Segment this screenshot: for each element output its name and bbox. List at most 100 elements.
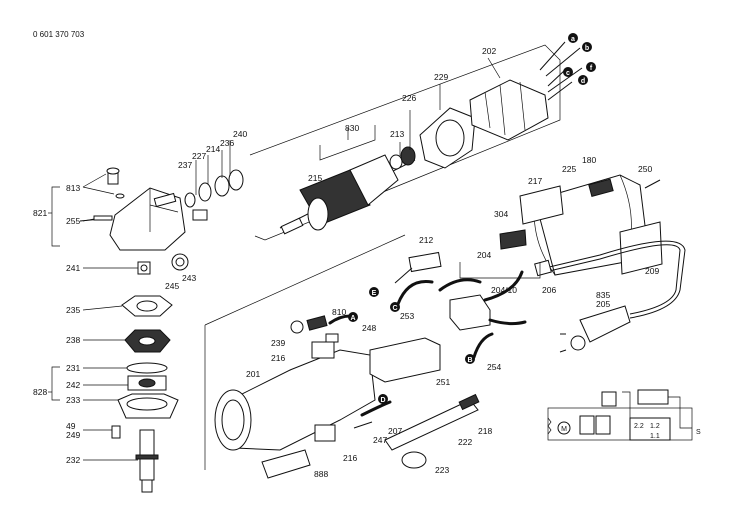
schematic-r11: 1.1 <box>650 433 660 440</box>
label-209: 209 <box>645 266 659 276</box>
label-245: 245 <box>165 281 179 291</box>
field-winding-202 <box>469 41 583 141</box>
label-810: 810 <box>332 307 346 317</box>
label-49: 49 <box>66 421 76 431</box>
part-labels: 202 229 226 830 213 215 240 236 214 227 … <box>33 46 659 479</box>
schematic-motor: M <box>561 426 567 433</box>
label-202: 202 <box>482 46 496 56</box>
bearing-242 <box>127 375 167 391</box>
spindle-lock-button-813 <box>106 167 125 199</box>
wire-B <box>472 332 494 359</box>
motor-assembly-frame <box>249 44 561 241</box>
callout-C: C <box>392 305 397 312</box>
label-204-10: 204/10 <box>491 285 517 295</box>
nut-241 <box>137 261 151 275</box>
label-243: 243 <box>182 273 196 283</box>
label-229: 229 <box>434 72 448 82</box>
label-828: 828 <box>33 387 47 397</box>
callout-b: b <box>585 45 589 52</box>
screw-247 <box>353 421 373 429</box>
label-205: 205 <box>596 299 610 309</box>
label-250: 250 <box>638 164 652 174</box>
label-240: 240 <box>233 129 247 139</box>
cable-206 <box>534 240 686 319</box>
switch-button-223 <box>401 451 427 469</box>
schematic-r22: 2.2 <box>634 423 644 430</box>
callout-circles: a b c f d A B C D E <box>348 33 596 404</box>
callout-d: d <box>581 78 585 85</box>
ring-231 <box>126 362 168 374</box>
brush-239 <box>290 320 304 334</box>
label-238: 238 <box>66 335 80 345</box>
gear-head-housing <box>109 187 186 251</box>
label-249: 249 <box>66 430 80 440</box>
callout-D: D <box>380 397 385 404</box>
wiring-schematic: M 2.2 1.2 1.1 S <box>547 389 701 441</box>
label-233: 233 <box>66 395 80 405</box>
label-254: 254 <box>487 362 501 372</box>
label-255: 255 <box>66 216 80 226</box>
wire-D <box>360 400 392 417</box>
label-227: 227 <box>192 151 206 161</box>
label-242: 242 <box>66 380 80 390</box>
switch-slide-222 <box>384 399 479 451</box>
label-232: 232 <box>66 455 80 465</box>
label-215: 215 <box>308 173 322 183</box>
bevel-gear-238 <box>124 329 171 353</box>
label-207: 207 <box>388 426 402 436</box>
label-888 <box>261 449 311 479</box>
schematic-s-mark: S <box>696 429 701 436</box>
label-247: 247 <box>373 435 387 445</box>
label-237: 237 <box>178 160 192 170</box>
wire-A <box>328 314 352 325</box>
callout-E: E <box>372 290 377 297</box>
motor-housing-201 <box>214 349 376 451</box>
label-226: 226 <box>402 93 416 103</box>
pcb-251 <box>369 337 441 383</box>
label-821: 821 <box>33 208 47 218</box>
label-201: 201 <box>246 369 260 379</box>
label-180: 180 <box>582 155 596 165</box>
small-parts-237-240 <box>184 169 244 221</box>
screw-255 <box>79 215 113 222</box>
label-236: 236 <box>220 138 234 148</box>
armature-215 <box>279 154 416 235</box>
label-253: 253 <box>400 311 414 321</box>
callout-a: a <box>571 36 575 43</box>
label-241: 241 <box>66 263 80 273</box>
actuator-218 <box>458 393 480 411</box>
label-204: 204 <box>477 250 491 260</box>
label-239: 239 <box>271 338 285 348</box>
label-217: 217 <box>528 176 542 186</box>
label-888: 888 <box>314 469 328 479</box>
callout-A: A <box>350 315 355 322</box>
label-212: 212 <box>419 235 433 245</box>
label-216a: 216 <box>271 353 285 363</box>
sticker-304 <box>499 229 527 250</box>
callout-B: B <box>467 357 472 364</box>
capacitor-212 <box>394 251 442 284</box>
screw-249 <box>111 425 121 439</box>
brush-holder-216-top <box>311 341 335 359</box>
label-304: 304 <box>494 209 508 219</box>
label-231: 231 <box>66 363 80 373</box>
label-222: 222 <box>458 437 472 447</box>
label-213: 213 <box>390 129 404 139</box>
label-235: 235 <box>66 305 80 315</box>
flange-235 <box>121 295 173 317</box>
switch-204 <box>438 270 527 331</box>
left-leaders <box>48 173 138 461</box>
label-813: 813 <box>66 183 80 193</box>
label-plate-217 <box>519 185 564 225</box>
schematic-r12: 1.2 <box>650 423 660 430</box>
bearing-213 <box>389 146 416 170</box>
brush-holder-810 <box>306 315 339 343</box>
part-number-header: 0 601 370 703 <box>33 30 85 39</box>
label-225: 225 <box>562 164 576 174</box>
bearing-flange-233 <box>117 393 179 419</box>
spindle-232 <box>135 429 159 493</box>
label-206: 206 <box>542 285 556 295</box>
label-248: 248 <box>362 323 376 333</box>
label-251: 251 <box>436 377 450 387</box>
